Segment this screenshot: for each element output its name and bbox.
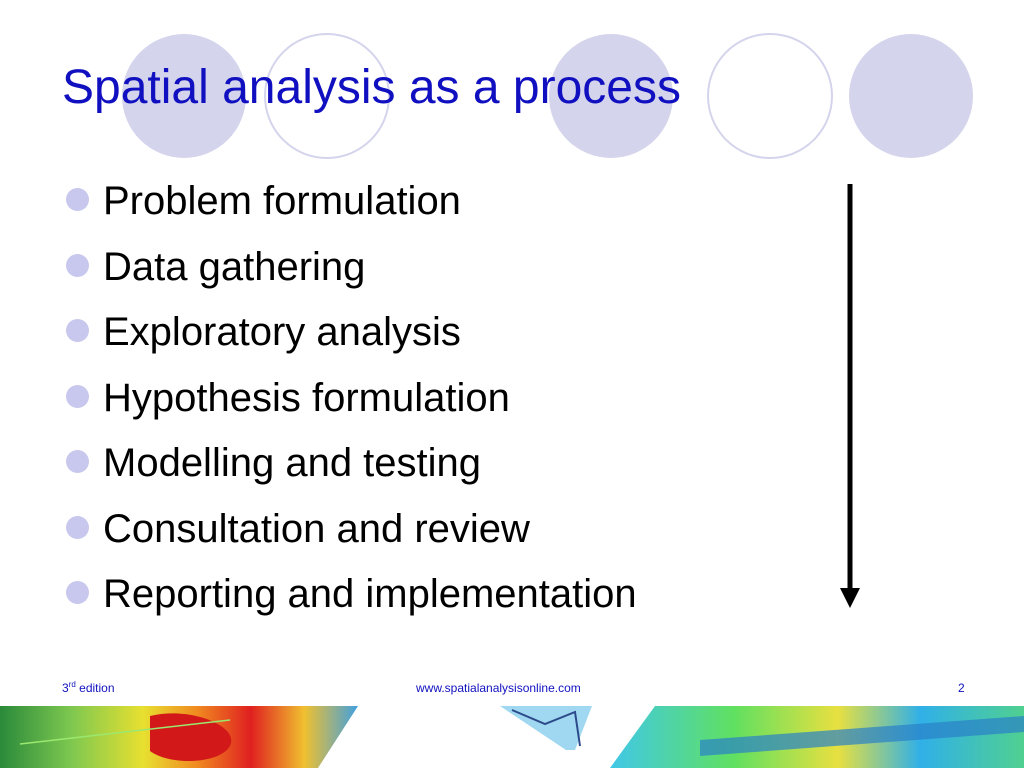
decorative-circle-outline-1 [264, 33, 390, 159]
circle-bullet-icon [66, 384, 89, 408]
edition-superscript: rd [68, 680, 76, 689]
bullet-item: Consultation and review [66, 506, 637, 572]
circle-bullet-icon [66, 515, 89, 539]
map-image-strip [0, 706, 1024, 768]
footer-url: www.spatialanalysisonline.com [416, 681, 581, 695]
circle-bullet-icon [66, 581, 89, 604]
circle-bullet-icon [66, 319, 89, 342]
page-number: 2 [958, 681, 965, 695]
decorative-circles [122, 33, 973, 159]
bullet-text: Hypothesis formulation [103, 375, 510, 420]
bullet-item: Modelling and testing [66, 440, 637, 506]
bullet-text: Consultation and review [103, 506, 530, 551]
map-panel-middle [500, 706, 592, 750]
arrow-head [840, 588, 860, 608]
edition-number: 3 [62, 681, 69, 695]
decorative-circle-filled-2 [549, 34, 673, 158]
map-line [19, 719, 231, 745]
circle-bullet-icon [66, 188, 89, 211]
bullet-text: Reporting and implementation [103, 572, 637, 616]
bullet-list: Problem formulation Data gathering Explo… [66, 178, 637, 637]
bullet-item: Problem formulation [66, 178, 637, 244]
footer-edition: 3rd edition [62, 680, 115, 696]
map-network [511, 709, 581, 747]
decorative-circle-filled-3 [849, 34, 973, 158]
bullet-item: Data gathering [66, 244, 637, 310]
bullet-text: Data gathering [103, 244, 366, 289]
decorative-circle-outline-2 [707, 33, 833, 159]
edition-word: edition [79, 681, 115, 695]
map-blob-red [150, 713, 232, 762]
map-stripe [700, 716, 1024, 756]
bullet-item: Reporting and implementation [66, 571, 637, 637]
down-arrow-icon [840, 184, 860, 608]
slide-title: Spatial analysis as a process [62, 61, 681, 114]
circle-bullet-icon [66, 450, 89, 473]
bullet-item: Hypothesis formulation [66, 375, 637, 441]
bullet-text: Exploratory analysis [103, 310, 461, 354]
bullet-item: Exploratory analysis [66, 309, 637, 375]
bullet-text: Modelling and testing [103, 441, 482, 485]
circle-bullet-icon [66, 253, 89, 277]
decorative-circle-filled-1 [122, 34, 246, 158]
bullet-text: Problem formulation [103, 179, 461, 223]
